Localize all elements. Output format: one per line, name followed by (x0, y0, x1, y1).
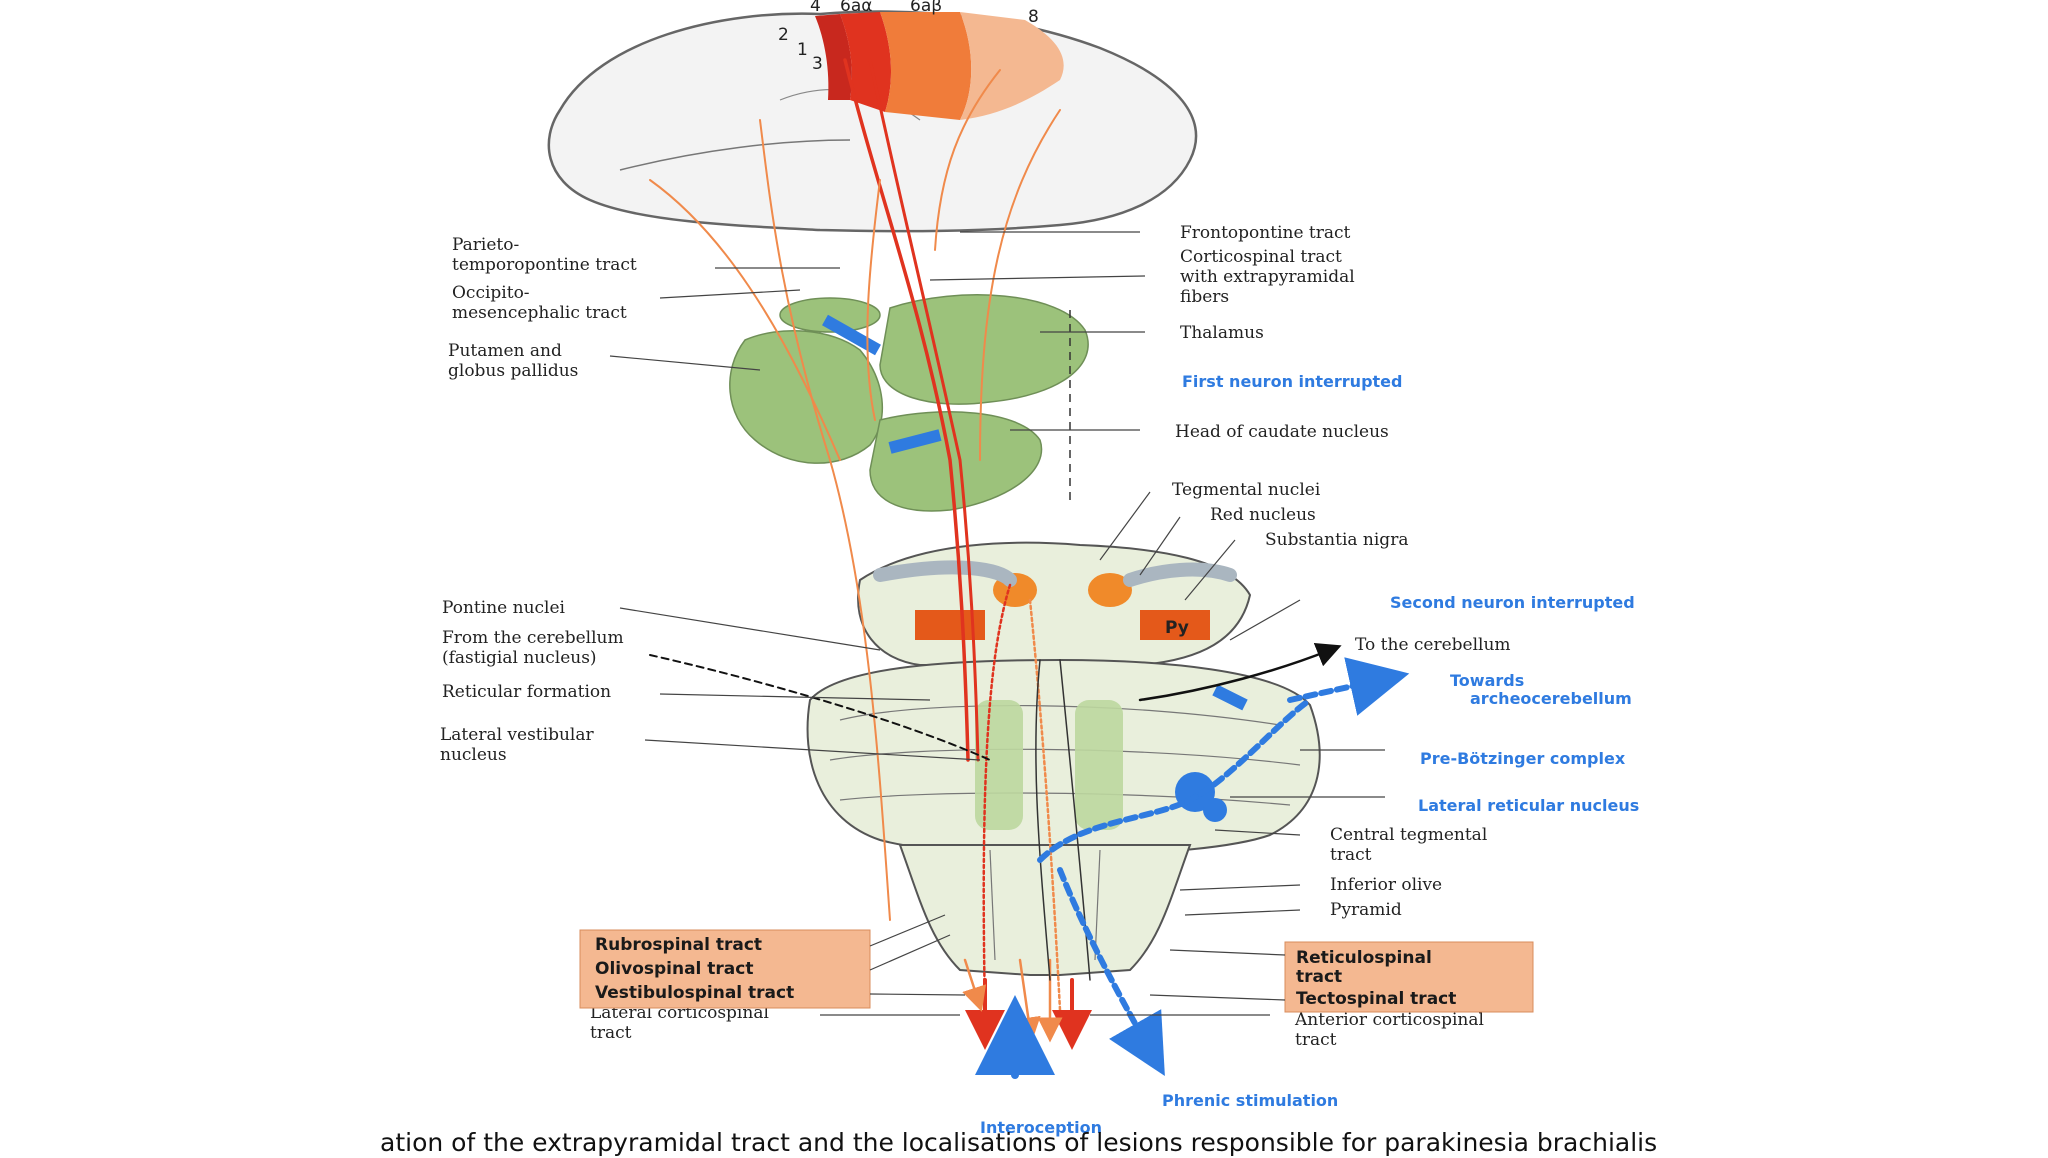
labels-left: Parieto- temporopontine tract Occipito- … (440, 235, 769, 1043)
reticular-formation-left (975, 700, 1023, 830)
label-vestibulospinal: Vestibulospinal tract (595, 983, 794, 1003)
cortex-area-labels: 4 6aα 6aβ 8 2 1 3 (778, 0, 1039, 74)
label-temporopontine: temporopontine tract (452, 255, 637, 275)
label-inferior-olive: Inferior olive (1330, 875, 1442, 895)
area-label: 3 (812, 54, 823, 74)
label-reticulospinal: Reticulospinal (1296, 948, 1432, 968)
area-6a-beta (880, 12, 972, 120)
label-mesencephalic: mesencephalic tract (452, 303, 627, 323)
area-label: 2 (778, 25, 789, 45)
corticospinal-tract (843, 58, 970, 762)
label-central-tegmental: Central tegmental (1330, 825, 1487, 845)
thalamus-upper (779, 297, 881, 333)
label-frontopontine: Frontopontine tract (1180, 223, 1351, 243)
label-tegmental-nuclei: Tegmental nuclei (1172, 480, 1321, 500)
label-to-the-cerebellum: To the cerebellum (1355, 635, 1511, 655)
label-head-of-caudate: Head of caudate nucleus (1175, 422, 1389, 442)
blue-block-upper (822, 314, 881, 356)
to-cerebellum-arrow (1138, 643, 1342, 702)
substantia-nigra-right (1123, 562, 1237, 587)
py-label: Py (1165, 618, 1189, 638)
label-second-neuron-interrupted: Second neuron interrupted (1390, 593, 1635, 612)
label-archeocerebellum: archeocerebellum (1470, 689, 1632, 708)
label-first-neuron-interrupted: First neuron interrupted (1182, 372, 1402, 391)
cerebrum (547, 10, 1198, 233)
label-corticospinal: Corticospinal tract (1180, 247, 1342, 267)
label-pre-botzinger: Pre-Bötzinger complex (1420, 749, 1626, 768)
head-of-caudate (869, 411, 1043, 512)
blue-block-pons (1212, 684, 1248, 711)
red-nucleus-right (1088, 573, 1132, 607)
reticular-formation-right (1075, 700, 1123, 830)
figure-caption: ation of the extrapyramidal tract and th… (380, 1128, 1658, 1157)
leader-lines (609, 231, 1385, 1016)
label-substantia-nigra: Substantia nigra (1265, 530, 1408, 550)
label-lateral-reticular-nucleus: Lateral reticular nucleus (1418, 796, 1639, 815)
label-putamen: Putamen and (448, 341, 562, 361)
label-pyramid: Pyramid (1330, 900, 1402, 920)
pyramid-right (1140, 610, 1210, 640)
lateral-reticular-nucleus-2 (1203, 798, 1227, 822)
label-anterior-corticospinal: Anterior corticospinal (1294, 1010, 1484, 1030)
label-thalamus: Thalamus (1180, 323, 1264, 343)
label-occipito: Occipito- (452, 283, 530, 303)
label-interoception: Interoception (980, 1118, 1102, 1137)
label-red-nucleus: Red nucleus (1210, 505, 1316, 525)
labels-right: Frontopontine tract Corticospinal tract … (1172, 223, 1511, 1050)
tracts (649, 58, 1410, 1079)
label-parieto: Parieto- (452, 235, 519, 255)
area-label: 6aα (840, 0, 872, 16)
label-reticulospinal-tract: tract (1296, 967, 1342, 987)
fastigial-path (649, 654, 991, 761)
label-reticular-formation: Reticular formation (442, 682, 611, 702)
label-fastigial: (fastigial nucleus) (442, 648, 597, 668)
label-olivospinal: Olivospinal tract (595, 959, 754, 979)
area-label: 1 (797, 40, 808, 60)
label-pontine-nuclei: Pontine nuclei (442, 598, 566, 618)
basal-ganglia (729, 294, 1089, 512)
label-anterior-corticospinal-tract: tract (1295, 1030, 1337, 1050)
area-4 (815, 14, 852, 100)
label-globus-pallidus: globus pallidus (448, 361, 578, 381)
brainstem: Py (806, 541, 1321, 976)
substantia-nigra-left (873, 560, 1017, 587)
label-fibers: fibers (1180, 287, 1229, 307)
label-from-cerebellum: From the cerebellum (442, 628, 624, 648)
midbrain (857, 541, 1252, 666)
pre-botzinger-path (1037, 697, 1313, 863)
towards-archeocerebellum-arrow (1287, 657, 1410, 716)
label-with-extrapyramidal: with extrapyramidal (1180, 267, 1355, 287)
putamen-globus-pallidus (729, 329, 883, 464)
medulla (898, 844, 1192, 976)
area-8 (960, 12, 1064, 120)
label-phrenic-stimulation: Phrenic stimulation (1162, 1091, 1338, 1110)
area-label: 4 (810, 0, 821, 16)
label-rubrospinal: Rubrospinal tract (595, 935, 762, 955)
label-nucleus: nucleus (440, 745, 507, 765)
blue-block-lower (888, 429, 942, 454)
label-towards: Towards (1450, 671, 1524, 690)
label-lateral-vestibular: Lateral vestibular (440, 725, 594, 745)
label-lateral-corticospinal-tract: tract (590, 1023, 632, 1043)
labels-blue: First neuron interrupted Second neuron i… (980, 372, 1639, 1137)
label-central-tegmental-tract: tract (1330, 845, 1372, 865)
area-label: 8 (1028, 7, 1039, 27)
area-label: 6aβ (910, 0, 942, 16)
label-tectospinal: Tectospinal tract (1296, 989, 1456, 1009)
phrenic-arrow (1057, 867, 1165, 1077)
box-left-tracts: Rubrospinal tract Olivospinal tract Vest… (579, 914, 966, 1009)
box-right-tracts: Reticulospinal tract Tectospinal tract (1149, 941, 1534, 1013)
